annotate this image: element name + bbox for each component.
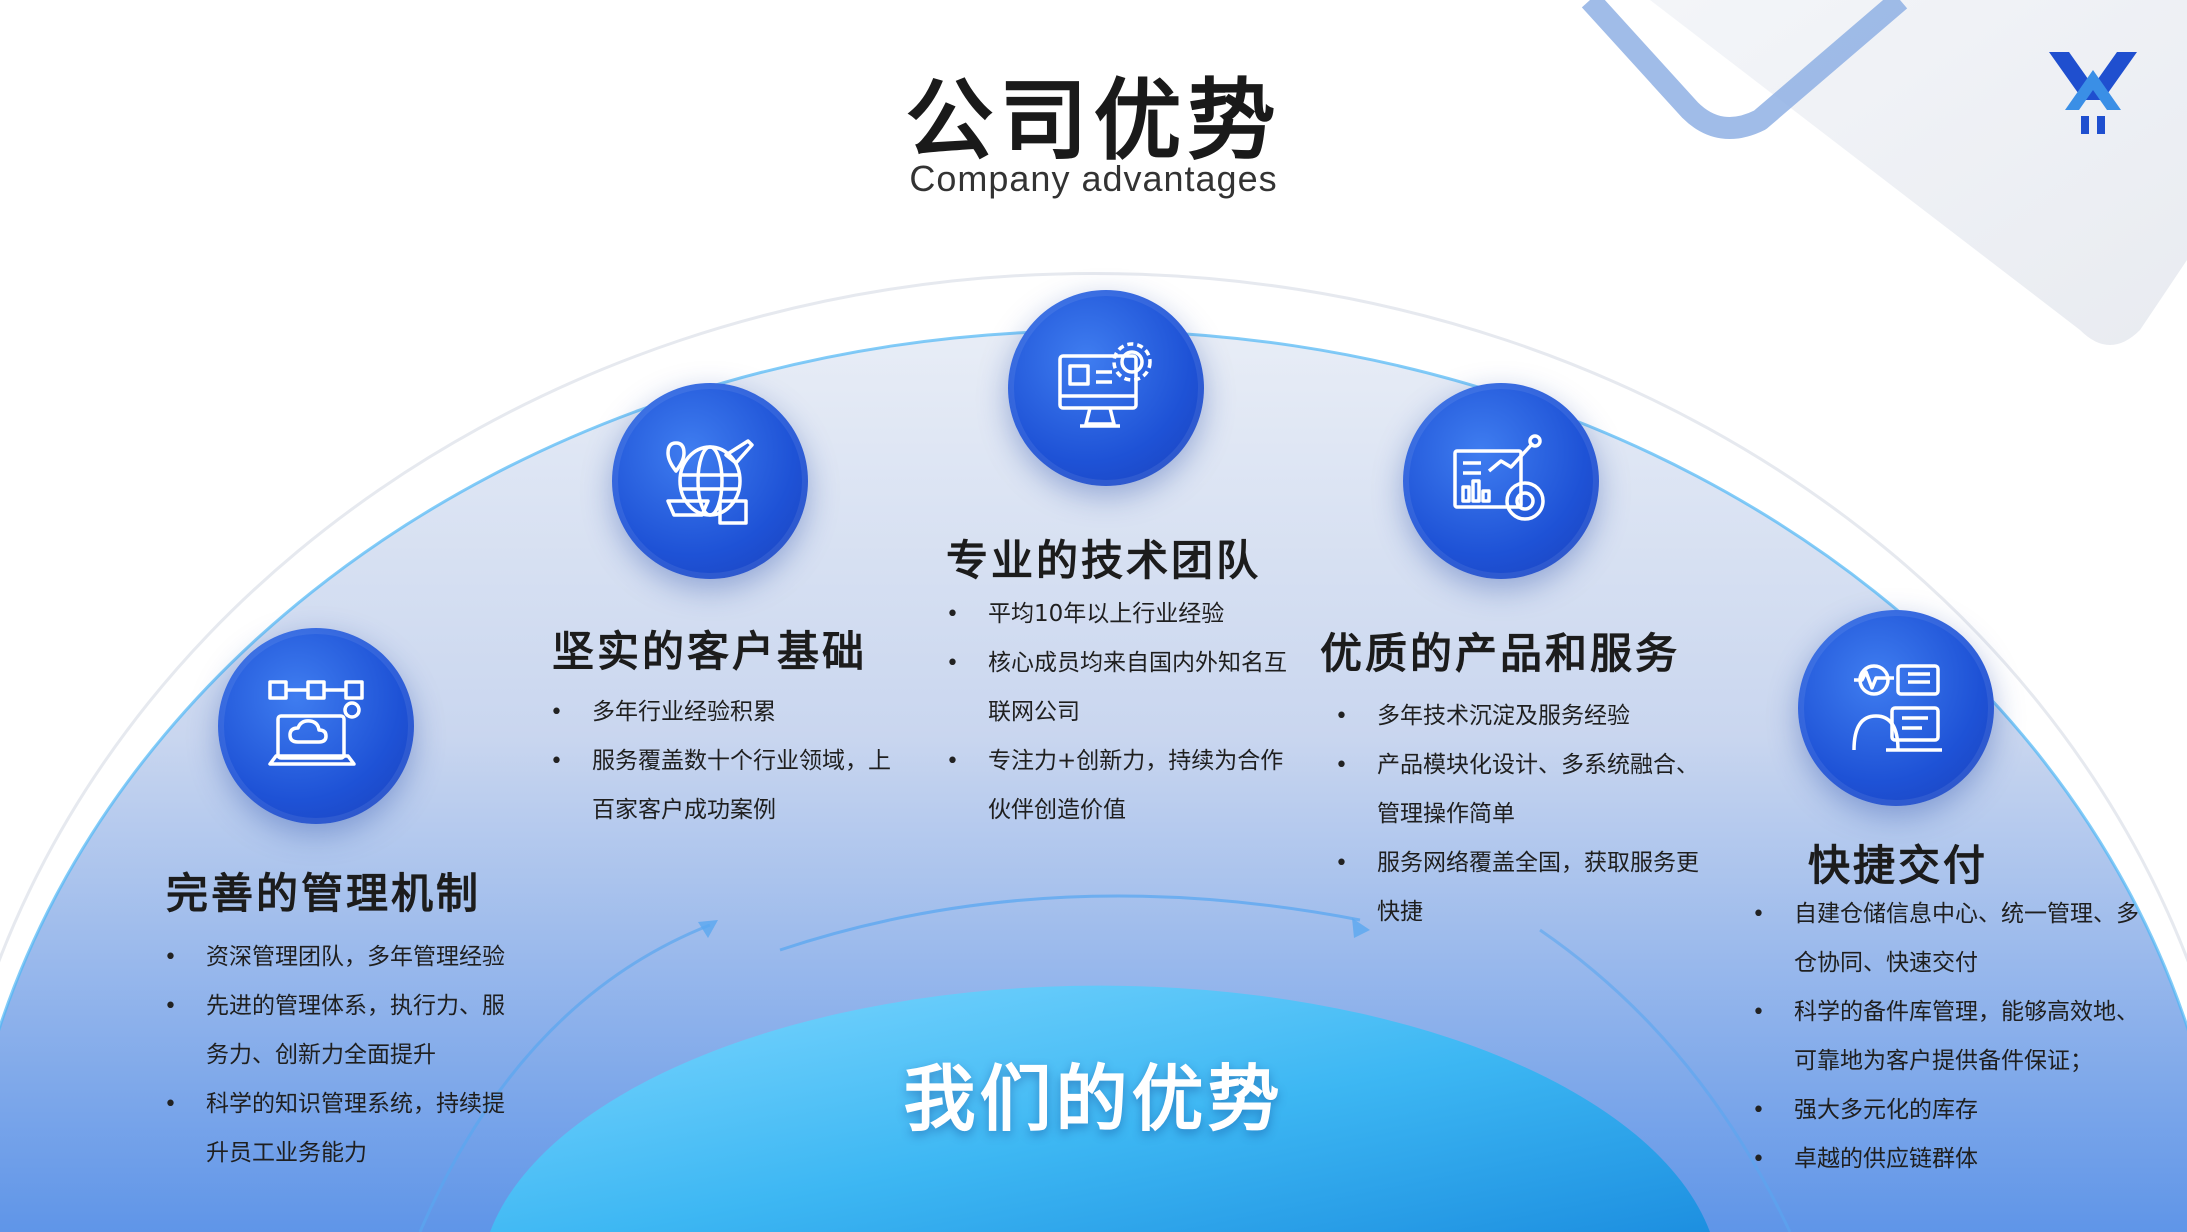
- list-item: 服务网络覆盖全国，获取服务更快捷: [1335, 839, 1705, 937]
- list-item: 自建仓储信息中心、统一管理、多仓协同、快速交付: [1752, 890, 2147, 988]
- feature-title-customers: 坚实的客户基础: [552, 627, 868, 676]
- globe-logistics-icon: [666, 439, 754, 525]
- feature-icon-circle-customers: [612, 383, 808, 579]
- feature-list-tech: 平均10年以上行业经验 核心成员均来自国内外知名互联网公司 专注力+创新力，持续…: [946, 590, 1296, 835]
- page-title: 公司优势: [905, 69, 1282, 172]
- feature-title-products: 优质的产品和服务: [1320, 629, 1681, 678]
- cloud-laptop-icon: [268, 680, 364, 766]
- page-subtitle: Company advantages: [909, 158, 1278, 199]
- list-item: 卓越的供应链群体: [1752, 1135, 2147, 1184]
- list-item: 服务覆盖数十个行业领域，上百家客户成功案例: [550, 737, 900, 835]
- list-item: 专注力+创新力，持续为合作伙伴创造价值: [946, 737, 1296, 835]
- feature-list-management: 资深管理团队，多年管理经验 先进的管理体系，执行力、服务力、创新力全面提升 科学…: [164, 933, 524, 1178]
- center-heading: 我们的优势: [903, 1057, 1284, 1141]
- list-item: 科学的知识管理系统，持续提升员工业务能力: [164, 1080, 524, 1178]
- list-item: 产品模块化设计、多系统融合、管理操作简单: [1335, 741, 1705, 839]
- feature-list-customers: 多年行业经验积累 服务覆盖数十个行业领域，上百家客户成功案例: [550, 688, 900, 835]
- analytics-dashboard-icon: [1453, 434, 1545, 521]
- support-agent-icon: [1852, 664, 1942, 752]
- list-item: 科学的备件库管理，能够高效地、可靠地为客户提供备件保证；: [1752, 988, 2147, 1086]
- list-item: 资深管理团队，多年管理经验: [164, 933, 524, 982]
- feature-icon-circle-delivery: [1798, 610, 1994, 806]
- feature-icon-circle-tech: [1008, 290, 1204, 486]
- feature-title-tech: 专业的技术团队: [946, 536, 1262, 585]
- feature-icon-circle-products: [1403, 383, 1599, 579]
- feature-list-products: 多年技术沉淀及服务经验 产品模块化设计、多系统融合、管理操作简单 服务网络覆盖全…: [1335, 692, 1705, 937]
- feature-list-delivery: 自建仓储信息中心、统一管理、多仓协同、快速交付 科学的备件库管理，能够高效地、可…: [1752, 890, 2147, 1184]
- list-item: 核心成员均来自国内外知名互联网公司: [946, 639, 1296, 737]
- list-item: 多年行业经验积累: [550, 688, 900, 737]
- list-item: 多年技术沉淀及服务经验: [1335, 692, 1705, 741]
- monitor-gear-icon: [1058, 342, 1152, 428]
- list-item: 平均10年以上行业经验: [946, 590, 1296, 639]
- list-item: 先进的管理体系，执行力、服务力、创新力全面提升: [164, 982, 524, 1080]
- brand-logo-icon: [2049, 52, 2137, 134]
- feature-title-delivery: 快捷交付: [1808, 841, 1989, 890]
- feature-title-management: 完善的管理机制: [166, 869, 482, 918]
- feature-icon-circle-management: [218, 628, 414, 824]
- list-item: 强大多元化的库存: [1752, 1086, 2147, 1135]
